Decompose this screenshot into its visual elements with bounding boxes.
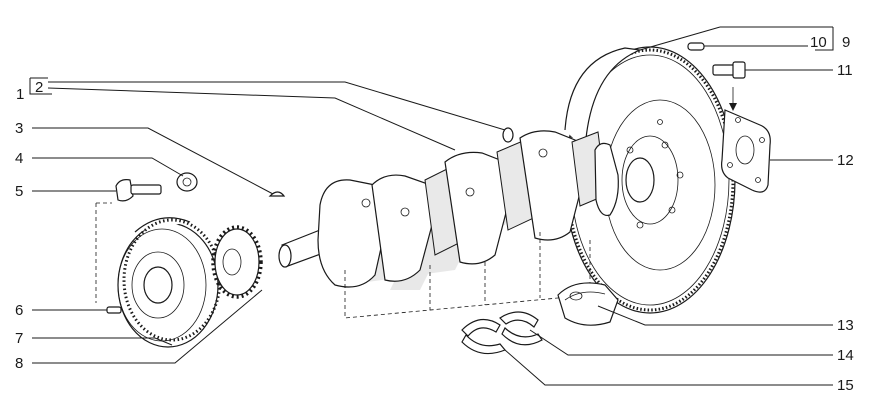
key bbox=[268, 191, 286, 197]
callout-1: 1 bbox=[16, 86, 24, 103]
pulley-pin bbox=[106, 306, 122, 314]
crankshaft bbox=[278, 130, 619, 319]
timing-gear bbox=[211, 225, 263, 299]
callout-4: 4 bbox=[15, 150, 23, 167]
callout-9: 9 bbox=[842, 34, 850, 51]
callout-7: 7 bbox=[15, 330, 23, 347]
callout-15: 15 bbox=[837, 377, 854, 394]
washer bbox=[176, 172, 198, 192]
leader-lines bbox=[29, 26, 834, 386]
plug bbox=[502, 127, 514, 143]
callout-labels: 1 2 3 4 5 6 7 8 9 10 11 12 13 14 15 bbox=[15, 34, 854, 394]
callout-2: 2 bbox=[35, 79, 43, 96]
lock-plate bbox=[721, 87, 771, 193]
callout-12: 12 bbox=[837, 152, 854, 169]
thrust-half-washers bbox=[461, 311, 543, 355]
damper-pulley bbox=[117, 217, 222, 348]
bolt bbox=[115, 179, 162, 202]
callout-3: 3 bbox=[15, 120, 23, 137]
flywheel-bolt bbox=[712, 61, 746, 79]
callout-10: 10 bbox=[810, 34, 827, 51]
callout-14: 14 bbox=[837, 347, 854, 364]
dowel-pin bbox=[687, 42, 705, 51]
main-bearing-shell bbox=[557, 282, 619, 326]
callout-8: 8 bbox=[15, 355, 23, 372]
callout-13: 13 bbox=[837, 317, 854, 334]
callout-11: 11 bbox=[837, 62, 853, 79]
callout-6: 6 bbox=[15, 302, 23, 319]
callout-5: 5 bbox=[15, 183, 23, 200]
